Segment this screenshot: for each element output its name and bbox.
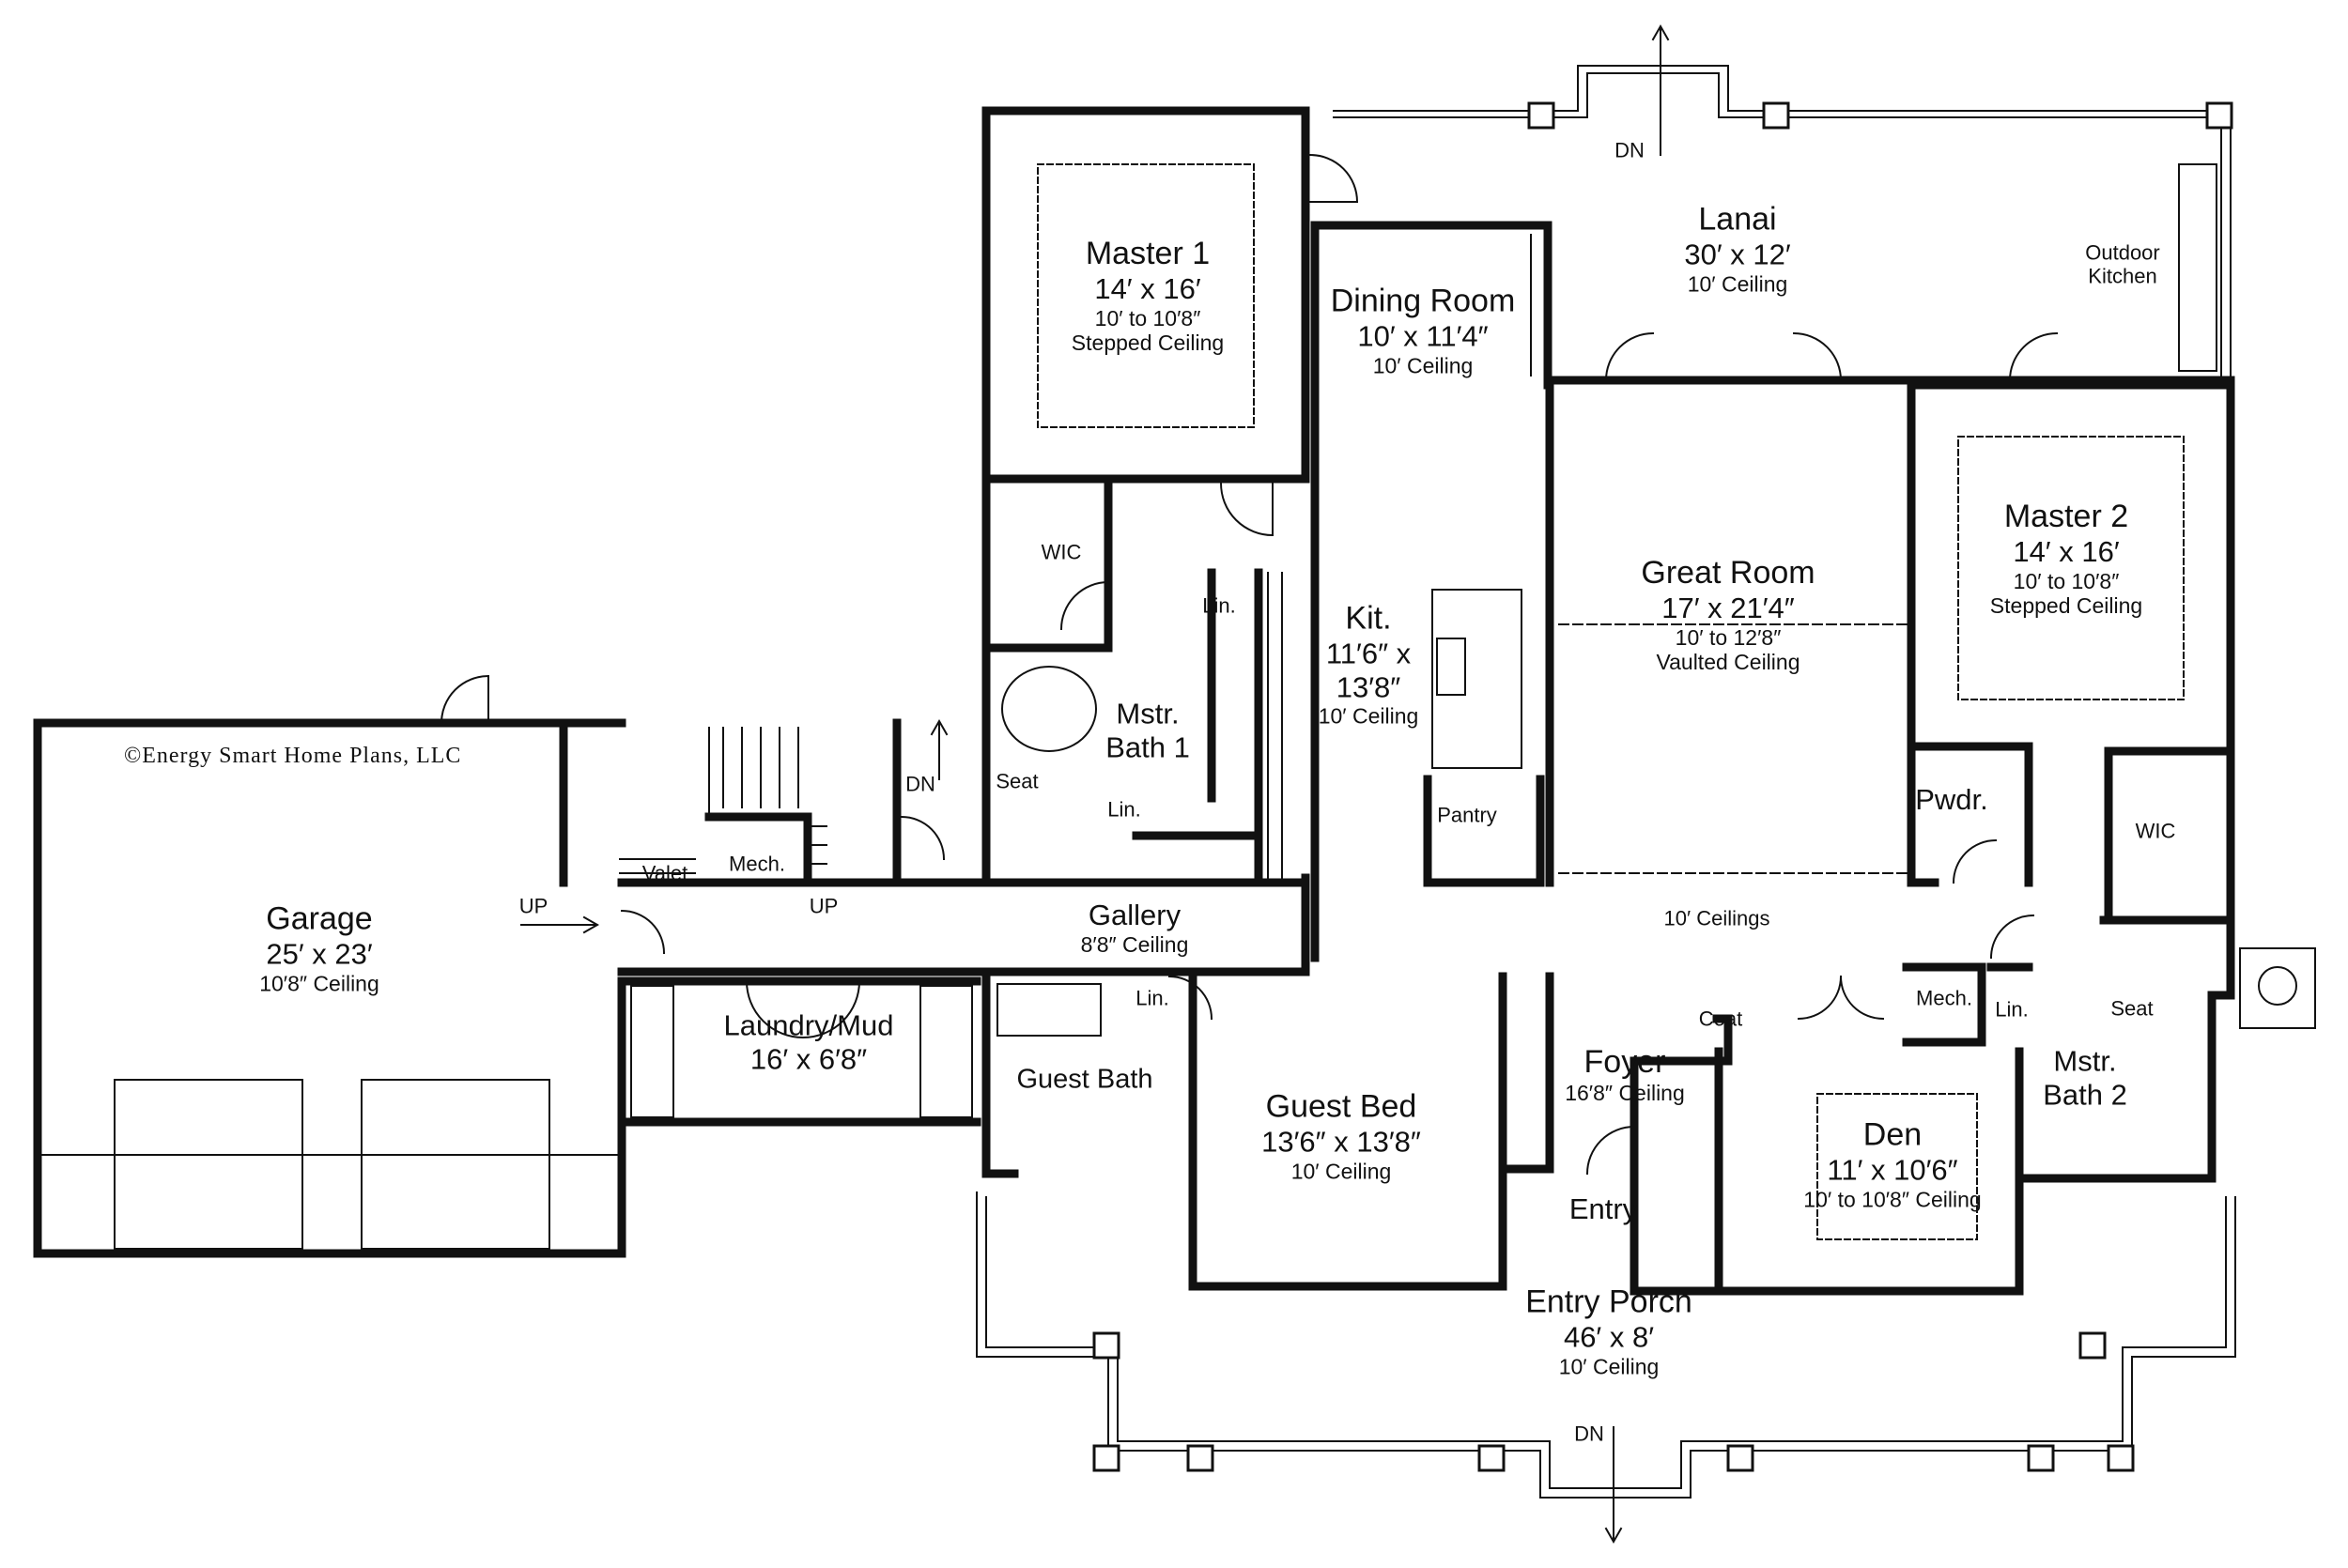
room-size: 13′6″ x 13′8″ — [1261, 1125, 1421, 1159]
room-ceiling: 16′8″ Ceiling — [1565, 1081, 1685, 1106]
room-master-1: Master 1 14′ x 16′ 10′ to 10′8″ Stepped … — [1072, 236, 1224, 356]
room-ceiling: 10′ to 10′8″ — [1094, 305, 1201, 331]
room-wic-2: WIC — [2135, 819, 2176, 843]
room-name: Dining Room — [1330, 283, 1516, 319]
room-powder: Pwdr. — [1915, 783, 1988, 817]
room-name: Master 2 — [2003, 499, 2129, 535]
room-mech-1: Mech. — [729, 852, 785, 876]
room-master-bath-2: Mstr. Bath 2 — [2043, 1044, 2127, 1111]
room-master-bath-1: Mstr. Bath 1 — [1105, 697, 1190, 763]
room-size: 30′ x 12′ — [1684, 238, 1791, 271]
label-line: Kitchen — [2088, 265, 2157, 288]
columns — [1092, 101, 2233, 1472]
room-outdoor-kitchen: Outdoor Kitchen — [2085, 241, 2160, 289]
copyright-text: ©Energy Smart Home Plans, LLC — [124, 744, 462, 768]
room-size: 14′ x 16′ — [2013, 535, 2120, 569]
room-size: 13′8″ — [1336, 670, 1401, 704]
room-name: Lanai — [1698, 201, 1777, 238]
room-kitchen: Kit. 11′6″ x 13′8″ 10′ Ceiling — [1319, 601, 1419, 730]
room-ceiling: Stepped Ceiling — [1989, 593, 2143, 619]
room-ceiling: Vaulted Ceiling — [1656, 650, 1800, 675]
room-size: 25′ x 23′ — [266, 937, 373, 971]
stair-down-lanai: DN — [1614, 138, 1645, 162]
stair-arrows — [520, 23, 1670, 1545]
room-foyer: Foyer 16′8″ Ceiling — [1565, 1044, 1685, 1106]
room-dining: Dining Room 10′ x 11′4″ 10′ Ceiling — [1331, 283, 1516, 377]
room-size: 16′ x 6′8″ — [749, 1042, 868, 1075]
room-ceiling: 10′8″ Ceiling — [259, 971, 379, 996]
room-valet: Valet — [641, 861, 688, 885]
room-size: 10′ x 11′4″ — [1357, 319, 1489, 353]
room-garage: Garage 25′ x 23′ 10′8″ Ceiling — [259, 900, 379, 995]
room-ceiling: Stepped Ceiling — [1071, 331, 1225, 356]
room-name: Den — [1862, 1116, 1923, 1153]
room-ceiling: 10′ to 12′8″ — [1675, 624, 1782, 650]
room-mech-2: Mech. — [1916, 986, 1972, 1010]
room-lin-3: Lin. — [1135, 986, 1169, 1010]
room-name: Garage — [266, 900, 373, 937]
room-ceiling: 10′ Ceiling — [1558, 1354, 1660, 1379]
label-line: Outdoor — [2085, 240, 2160, 265]
room-pantry: Pantry — [1437, 803, 1497, 827]
room-entry: Entry — [1568, 1192, 1638, 1226]
room-wic-1: WIC — [1041, 540, 1082, 564]
room-great-room: Great Room 17′ x 21′4″ 10′ to 12′8″ Vaul… — [1641, 555, 1815, 675]
door-swings — [440, 153, 2059, 1176]
stair-down-porch: DN — [1574, 1422, 1604, 1446]
room-size: 14′ x 16′ — [1094, 272, 1201, 306]
label-line: Bath 2 — [2043, 1078, 2127, 1111]
stair-up-interior: UP — [809, 894, 839, 918]
room-lin-2: Lin. — [1107, 797, 1141, 822]
room-ceiling: 10′ Ceiling — [1318, 703, 1419, 729]
room-seat-2: Seat — [2110, 996, 2154, 1021]
room-name: Gallery — [1088, 898, 1182, 931]
label-line: Bath 1 — [1105, 730, 1190, 763]
room-size: 17′ x 21′4″ — [1661, 592, 1795, 625]
room-name: Master 1 — [1085, 236, 1211, 272]
room-ceiling: 10′ to 10′8″ Ceiling — [1803, 1187, 1982, 1212]
room-coat: Coat — [1698, 1007, 1743, 1031]
room-lanai: Lanai 30′ x 12′ 10′ Ceiling — [1684, 201, 1790, 296]
room-ceiling: 10′ Ceiling — [1372, 353, 1474, 378]
room-ceiling: 10′ to 10′8″ — [2013, 568, 2120, 593]
room-den: Den 11′ x 10′6″ 10′ to 10′8″ Ceiling — [1803, 1116, 1981, 1211]
stair-down-interior: DN — [905, 772, 935, 796]
room-name: Laundry/Mud — [723, 1008, 894, 1042]
room-name: Kit. — [1345, 600, 1392, 637]
ceilings-note: 10′ Ceilings — [1663, 906, 1770, 930]
room-gallery: Gallery 8′8″ Ceiling — [1081, 899, 1189, 957]
room-size: 11′6″ x — [1325, 637, 1412, 670]
label-line: Mstr. — [2053, 1044, 2117, 1078]
room-name: Great Room — [1641, 555, 1815, 592]
room-lin-4: Lin. — [1995, 997, 2029, 1022]
room-name: Foyer — [1583, 1044, 1666, 1081]
room-ceiling: 8′8″ Ceiling — [1080, 931, 1189, 957]
room-guest-bath: Guest Bath — [1016, 1064, 1153, 1095]
room-ceiling: 10′ Ceiling — [1687, 271, 1788, 297]
room-guest-bed: Guest Bed 13′6″ x 13′8″ 10′ Ceiling — [1261, 1088, 1421, 1183]
room-size: 11′ x 10′6″ — [1827, 1153, 1958, 1187]
label-line: Mstr. — [1116, 697, 1180, 730]
room-lin-1: Lin. — [1202, 593, 1236, 618]
room-name: Guest Bed — [1265, 1088, 1417, 1125]
stair-up-garage: UP — [518, 894, 548, 918]
room-size: 46′ x 8′ — [1563, 1320, 1655, 1354]
room-entry-porch: Entry Porch 46′ x 8′ 10′ Ceiling — [1525, 1284, 1692, 1378]
room-ceiling: 10′ Ceiling — [1290, 1159, 1392, 1184]
room-laundry: Laundry/Mud 16′ x 6′8″ — [724, 1008, 894, 1075]
room-seat-1: Seat — [996, 769, 1039, 793]
room-master-2: Master 2 14′ x 16′ 10′ to 10′8″ Stepped … — [1990, 499, 2142, 619]
exterior-walls — [33, 106, 2235, 1296]
room-name: Entry Porch — [1525, 1284, 1692, 1320]
